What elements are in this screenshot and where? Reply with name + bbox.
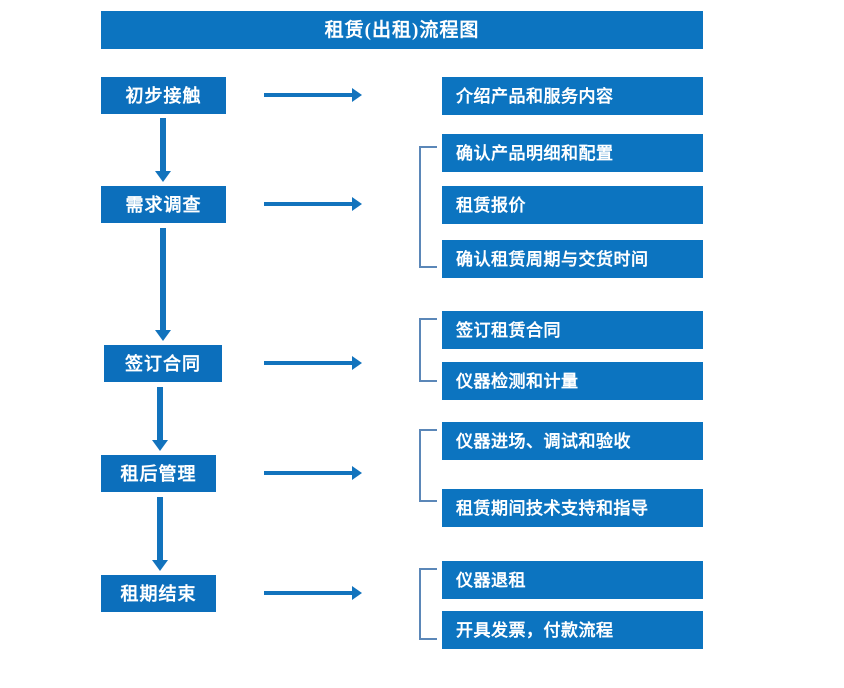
group-bracket-demand-survey <box>419 146 437 268</box>
detail-box-invoice-payment-process[interactable]: 开具发票，付款流程 <box>442 611 703 649</box>
stage-box-initial-contact[interactable]: 初步接触 <box>101 77 226 114</box>
vertical-arrow-management-to-lease-end <box>152 497 168 571</box>
vertical-arrow-survey-to-contract <box>155 228 171 341</box>
group-bracket-post-rental-management <box>419 429 437 502</box>
horizontal-arrow-sign-contract <box>264 356 362 370</box>
detail-box-rental-quotation[interactable]: 租赁报价 <box>442 186 703 224</box>
detail-box-confirm-product-details-config[interactable]: 确认产品明细和配置 <box>442 134 703 172</box>
horizontal-arrow-post-rental-management <box>264 466 362 480</box>
vertical-arrow-contract-to-management <box>152 387 168 451</box>
detail-box-introduce-products-services[interactable]: 介绍产品和服务内容 <box>442 77 703 115</box>
horizontal-arrow-lease-end <box>264 586 362 600</box>
horizontal-arrow-initial-contact <box>264 88 362 102</box>
stage-box-post-rental-management[interactable]: 租后管理 <box>101 455 216 492</box>
detail-box-sign-lease-contract[interactable]: 签订租赁合同 <box>442 311 703 349</box>
horizontal-arrow-demand-survey <box>264 197 362 211</box>
group-bracket-lease-end <box>419 568 437 640</box>
stage-box-demand-survey[interactable]: 需求调查 <box>101 186 226 223</box>
stage-box-lease-end[interactable]: 租期结束 <box>101 575 216 612</box>
detail-box-instrument-entry-debug-acceptance[interactable]: 仪器进场、调试和验收 <box>442 422 703 460</box>
vertical-arrow-contact-to-survey <box>155 118 171 182</box>
detail-box-instrument-return[interactable]: 仪器退租 <box>442 561 703 599</box>
detail-box-confirm-lease-period-delivery[interactable]: 确认租赁周期与交货时间 <box>442 240 703 278</box>
detail-box-instrument-testing-metering[interactable]: 仪器检测和计量 <box>442 362 703 400</box>
stage-box-sign-contract[interactable]: 签订合同 <box>104 345 222 382</box>
detail-box-lease-period-technical-support[interactable]: 租赁期间技术支持和指导 <box>442 489 703 527</box>
page-title: 租赁(出租)流程图 <box>101 11 703 49</box>
group-bracket-sign-contract <box>419 318 437 382</box>
